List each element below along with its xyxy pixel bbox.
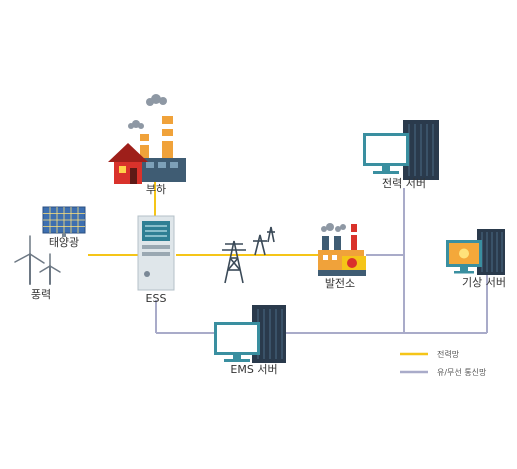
load-node: 부하 (108, 94, 186, 196)
monitor-icon (446, 240, 482, 274)
power-plant-icon (318, 224, 366, 276)
load-label: 부하 (146, 182, 166, 196)
comm-lines (155, 188, 488, 334)
solar-node: 태양광 (42, 206, 86, 249)
ess-label: ESS (146, 292, 167, 305)
ess-node: ESS (137, 215, 175, 305)
solar-panel-icon (42, 206, 86, 237)
smoke-icon (128, 94, 167, 129)
solar-label: 태양광 (49, 236, 79, 249)
power-server-label: 전력 서버 (382, 177, 426, 190)
power-server-node: 전력 서버 (363, 120, 439, 190)
wind-node: 풍력 (14, 235, 61, 301)
factory-icon (140, 116, 186, 182)
wind-label: 풍력 (31, 288, 51, 301)
power-plant-label: 발전소 (325, 277, 355, 290)
monitor-icon (214, 322, 260, 362)
legend-power-label: 전력망 (437, 349, 460, 359)
ems-server-label: EMS 서버 (230, 363, 277, 376)
legend: 전력망 유/무선 통신망 (400, 349, 487, 377)
monitor-icon (363, 133, 409, 174)
transmission-tower-icon (222, 226, 275, 284)
sun-icon (459, 248, 469, 259)
weather-server-node: 기상 서버 (446, 229, 506, 289)
power-plant-node: 발전소 (318, 223, 366, 290)
ems-server-node: EMS 서버 (214, 305, 286, 376)
power-lines (88, 182, 318, 256)
wind-turbine-icon (14, 235, 61, 285)
ess-cabinet-icon (137, 215, 175, 291)
house-icon (108, 143, 148, 184)
legend-comm-label: 유/무선 통신망 (437, 367, 487, 377)
smoke-icon (321, 223, 346, 232)
weather-server-label: 기상 서버 (462, 276, 506, 289)
